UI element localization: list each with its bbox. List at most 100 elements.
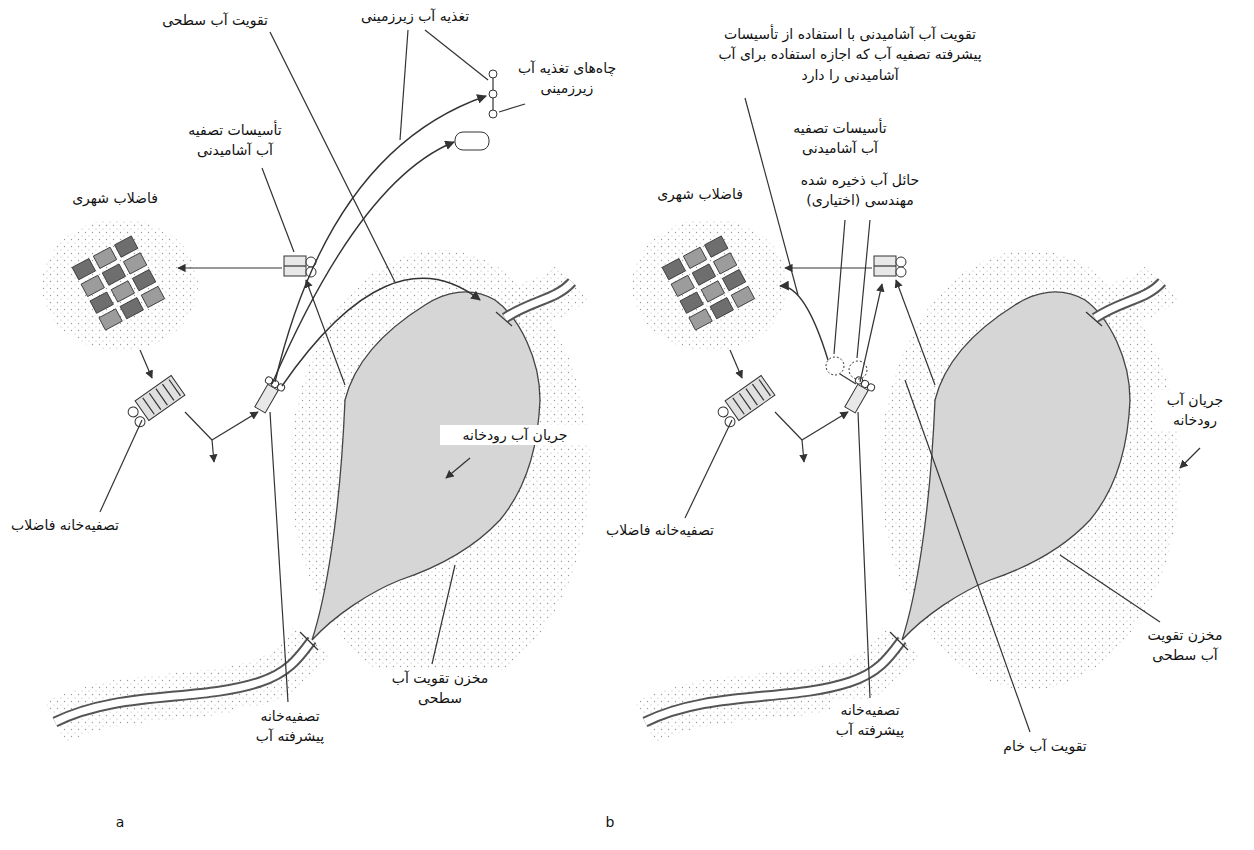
dam-line <box>890 632 908 650</box>
stipple-ground <box>1095 282 1162 318</box>
plant-detail <box>759 379 770 395</box>
city-block <box>710 298 733 319</box>
flow-arrow <box>802 440 804 462</box>
city-block <box>81 275 104 296</box>
city-block <box>680 292 703 313</box>
advanced-plant <box>841 376 876 416</box>
storage-buffer <box>826 357 844 375</box>
plant-detail <box>874 265 896 266</box>
label-text: تقویت آب سطحی <box>145 10 285 30</box>
leader-line <box>270 412 288 702</box>
label-text: جریان آب رودخانه <box>440 425 590 445</box>
plant-detail <box>739 393 750 409</box>
plant-detail <box>156 389 167 405</box>
city-block <box>689 309 712 330</box>
river-water <box>505 282 572 318</box>
leader-line <box>858 412 870 698</box>
leader-line <box>834 220 845 354</box>
flow-line <box>185 412 212 440</box>
city-block <box>111 281 134 302</box>
city-block <box>102 264 125 285</box>
city-block <box>731 286 754 307</box>
label-text: تصفیه‌خانه پیشرفته آب <box>235 706 345 747</box>
wastewater-plant <box>714 376 775 429</box>
flow-arrow <box>896 280 935 385</box>
plant-tank <box>723 415 737 429</box>
plant-body <box>874 256 896 276</box>
label-text: حائل آب ذخیره شده مهندسی (اختیاری) <box>795 170 925 211</box>
city-block <box>671 275 694 296</box>
label-text: تغذیه آب زیرزمینی <box>335 6 495 26</box>
dam-line <box>1086 312 1102 326</box>
flow-curve <box>275 96 486 382</box>
city-block <box>662 258 685 279</box>
flow-arrow <box>212 440 214 462</box>
label-text: فاضلاب شهری <box>645 184 755 204</box>
city-block <box>99 309 122 330</box>
plant-detail <box>284 265 306 266</box>
river-direction-arrow <box>1180 448 1200 468</box>
stipple-ground <box>505 282 572 318</box>
flow-arrow <box>785 267 872 268</box>
label-text: تأسیسات تصفیه آب آشامیدنی <box>180 120 290 161</box>
city-block <box>692 264 715 285</box>
stipple-ground <box>880 250 1180 690</box>
well-head <box>489 90 497 98</box>
city-block <box>141 286 164 307</box>
plant-tank <box>866 383 876 393</box>
flow-curve <box>272 142 454 384</box>
plant-tank <box>896 267 906 277</box>
drinking-water-plant <box>284 256 316 277</box>
leader-line <box>499 104 525 112</box>
river-water <box>1095 282 1162 318</box>
city-block <box>72 258 95 279</box>
flow-arrow <box>178 267 282 268</box>
plant-detail <box>733 398 744 414</box>
label-text: مخزن تقویت آب سطحی <box>1135 625 1235 666</box>
label-text: تأسیسات تصفیه آب آشامیدنی <box>785 118 895 159</box>
recharge-basin <box>455 132 489 150</box>
reservoir <box>902 292 1130 640</box>
plant-detail <box>149 393 160 409</box>
panel-a <box>42 30 590 722</box>
drinking-water-plant <box>874 256 906 277</box>
city-blocks <box>662 236 754 330</box>
city-block <box>90 292 113 313</box>
city-block <box>701 281 724 302</box>
leader-line <box>425 30 488 80</box>
recharge-wells <box>455 70 497 150</box>
flow-curve <box>282 278 480 386</box>
city-block <box>115 236 138 257</box>
stipple-ground <box>290 250 590 690</box>
flow-arrow <box>730 350 742 378</box>
plant-tank <box>276 383 286 393</box>
dam-line <box>300 632 318 650</box>
label-text: تصفیه‌خانه پیشرفته آب <box>830 700 910 741</box>
label-text: چاه‌های تغذیه آب زیرزمینی <box>512 58 622 99</box>
plant-detail <box>162 384 173 400</box>
label-text: تصفیه‌خانه فاضلاب <box>0 515 130 535</box>
plant-body <box>284 256 306 276</box>
flow-arrow <box>860 284 882 382</box>
city-block <box>120 298 143 319</box>
dam-line <box>496 312 512 326</box>
river-bank <box>505 282 572 318</box>
panel-b <box>632 98 1200 732</box>
city-block <box>705 236 728 257</box>
city-block <box>132 270 155 291</box>
plant-body <box>725 376 775 421</box>
leader-line <box>100 420 142 512</box>
flow-arrow <box>212 412 258 440</box>
city-block <box>683 247 706 268</box>
panel-letter: b <box>598 812 622 832</box>
flow-arrow <box>140 350 152 378</box>
label-text: مخزن تقویت آب سطحی <box>380 668 500 709</box>
river-bank <box>1095 282 1162 318</box>
leader-line <box>262 168 294 252</box>
label-text: تقویت آب آشامیدنی با استفاده از تأسیسات … <box>715 24 985 85</box>
leader-line <box>400 30 408 140</box>
label-text: تصفیه‌خانه فاضلاب <box>595 520 725 540</box>
stipple-ground <box>632 219 788 351</box>
river-direction-arrow <box>446 458 470 478</box>
